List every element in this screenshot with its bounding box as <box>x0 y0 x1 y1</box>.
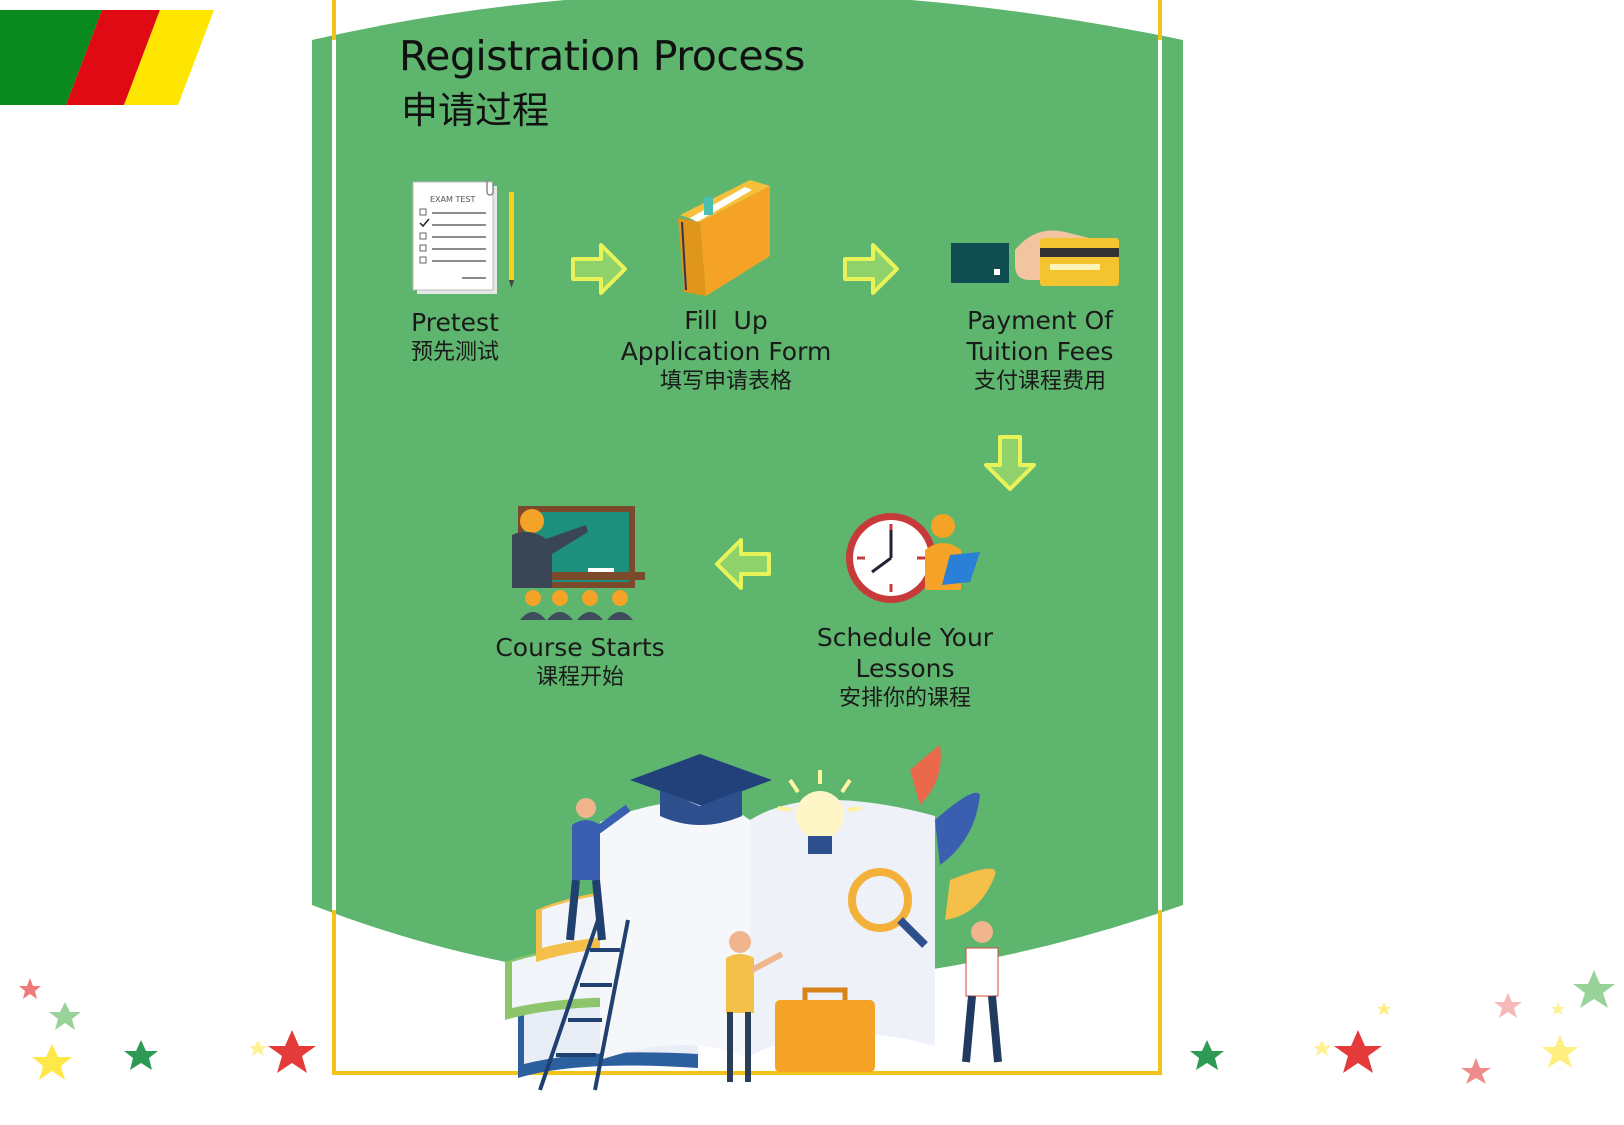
study-illustration <box>505 744 1002 1091</box>
step-label-en-line2: Tuition Fees <box>966 337 1114 366</box>
step-label-zh: 填写申请表格 <box>659 369 792 394</box>
step-pretest: Pretest 预先测试 <box>380 307 530 368</box>
flag-corner-decoration <box>0 10 214 105</box>
step-payment: Payment Of Tuition Fees 支付课程费用 <box>935 305 1145 397</box>
card-payment-icon <box>951 230 1119 286</box>
step-label-en-line2: Lessons <box>855 654 955 683</box>
step-label-zh: 预先测试 <box>410 340 499 365</box>
page-title: Registration Process <box>399 32 805 80</box>
step-label-en: Payment Of <box>967 306 1113 335</box>
step-label-zh: 支付课程费用 <box>973 369 1106 394</box>
step-label-zh: 课程开始 <box>535 665 624 690</box>
clock-icon <box>846 513 980 603</box>
step-label-en: Course Starts <box>495 633 665 662</box>
arrow-left-icon <box>715 538 771 590</box>
step-course-starts: Course Starts 课程开始 <box>490 632 670 693</box>
step-label-en-line2: Application Form <box>620 337 832 366</box>
step-application-form: Fill Up Application Form 填写申请表格 <box>606 305 846 397</box>
decorative-stars <box>19 970 1615 1084</box>
page-title-chinese: 申请过程 <box>401 89 549 132</box>
step-label-en: Schedule Your <box>816 623 994 652</box>
exam-paper-icon-label: EXAM TEST <box>430 195 475 204</box>
step-label-en: Pretest <box>411 308 499 337</box>
arrow-down-icon <box>984 435 1036 491</box>
step-schedule: Schedule Your Lessons 安排你的课程 <box>800 622 1010 714</box>
step-label-zh: 安排你的课程 <box>838 686 971 711</box>
arrow-right-icon <box>843 243 899 295</box>
exam-paper-icon: EXAM TEST <box>412 180 514 294</box>
inner-white-border <box>332 40 1162 910</box>
teacher-classroom-icon <box>512 506 645 620</box>
folder-icon <box>678 180 770 296</box>
step-label-en: Fill Up <box>684 306 768 335</box>
arrow-right-icon <box>571 243 627 295</box>
